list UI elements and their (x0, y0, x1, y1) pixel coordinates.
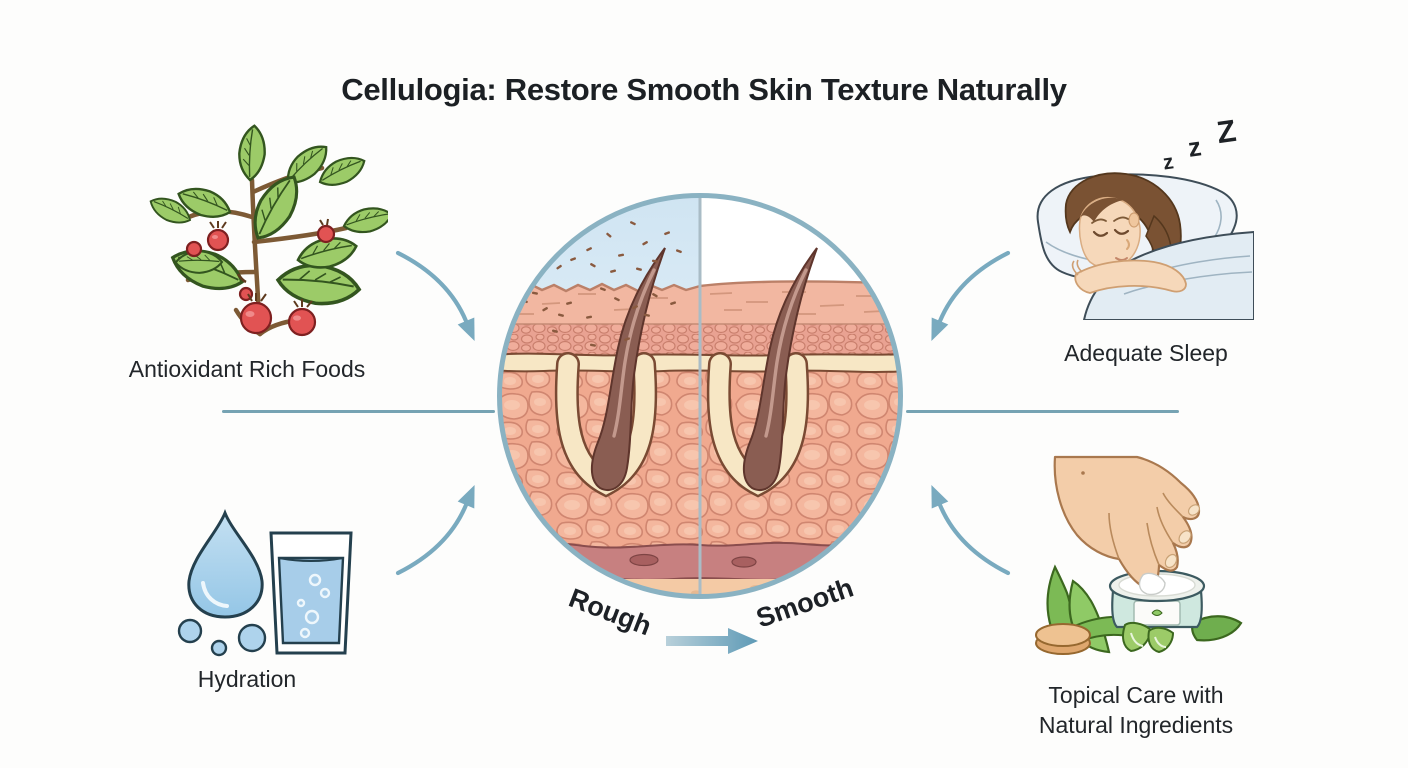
cream-jar-hand-aloe-icon (1035, 455, 1243, 655)
cream-dollop (1138, 572, 1166, 596)
page-title: Cellulogia: Restore Smooth Skin Texture … (341, 72, 1067, 107)
curved-arrow-bottom-left (395, 485, 475, 576)
skin-cross-section-circle-icon (497, 193, 903, 599)
curved-arrow-bottom-right (931, 485, 1011, 576)
water-bubbles (177, 618, 267, 657)
water-drop (187, 508, 264, 619)
zzz-letter: Z (1214, 112, 1239, 151)
hair-follicle-right (742, 247, 818, 491)
hydration-label: Hydration (197, 666, 297, 692)
topical-label-line1: Topical Care with (1048, 682, 1224, 708)
antioxidant-label: Antioxidant Rich Foods (128, 356, 366, 382)
berry-crowns (209, 218, 329, 308)
topical-label-line2: Natural Ingredients (1038, 712, 1234, 738)
sleep-label: Adequate Sleep (1064, 340, 1228, 366)
sleeping-woman-icon (1036, 172, 1254, 320)
hand-fingers (1071, 259, 1083, 276)
hair-front (1080, 197, 1124, 222)
topical-label: Topical Care with Natural Ingredients (1011, 680, 1261, 740)
rough-smooth-divider (698, 197, 702, 595)
berry-highlights (212, 235, 301, 321)
divider-line-left (222, 410, 495, 413)
zzz-letter: z (1185, 131, 1204, 163)
aloe-chunks-front (1122, 621, 1175, 654)
hair-follicle-left (590, 247, 666, 491)
curved-arrow-top-left (395, 250, 475, 341)
aloe-leaf-right (1191, 615, 1243, 642)
water-drop-glass-icon (177, 508, 353, 657)
rough-to-smooth-arrow-icon (666, 628, 758, 654)
berry-plant-icon (145, 122, 388, 337)
plant-leaves (145, 122, 388, 315)
face-features (1091, 216, 1130, 261)
curved-arrow-top-right (931, 250, 1011, 341)
ear (1128, 212, 1140, 228)
divider-line-right (906, 410, 1179, 413)
hand (1053, 455, 1201, 593)
drop-highlight (201, 581, 229, 608)
circle-ring (497, 193, 903, 599)
arm (1074, 259, 1187, 294)
water-glass (269, 531, 353, 655)
soap-bar (1035, 623, 1091, 655)
